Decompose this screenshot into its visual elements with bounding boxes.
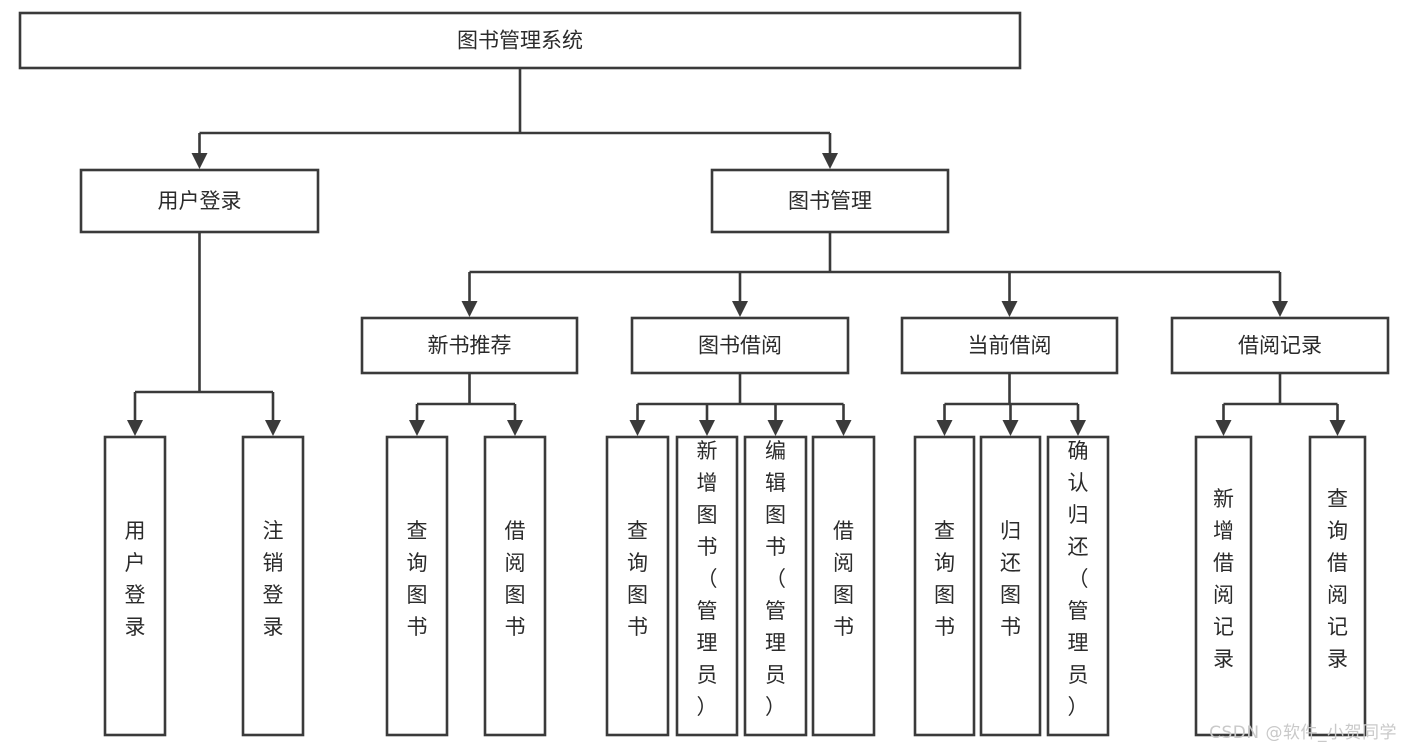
connector-conn-new-book-rec xyxy=(409,373,523,436)
node-box-root xyxy=(18,11,1022,70)
nodes-layer: 图书管理系统用户登录图书管理新书推荐图书借阅当前借阅借阅记录用户登录注销登录查询… xyxy=(18,11,1390,737)
node-label-user-login: 用户登录 xyxy=(158,189,242,213)
node-label-leaf-borrow-borrow-book: 借阅图书 xyxy=(833,519,854,639)
node-box-leaf-record-query xyxy=(1308,435,1367,737)
node-label-leaf-rec-borrow-book: 借阅图书 xyxy=(505,519,526,639)
node-label-leaf-borrow-edit-book: 编辑图书（管理员） xyxy=(765,439,786,719)
node-label-leaf-borrow-query-book: 查询图书 xyxy=(627,519,648,639)
node-label-leaf-rec-query-book: 查询图书 xyxy=(407,519,428,639)
node-box-leaf-current-query-book xyxy=(913,435,976,737)
node-root[interactable]: 图书管理系统 xyxy=(18,11,1022,70)
node-box-leaf-current-confirm-return xyxy=(1046,435,1110,737)
node-leaf-user-login[interactable]: 用户登录 xyxy=(103,435,167,737)
node-label-book-borrow: 图书借阅 xyxy=(698,334,782,358)
node-leaf-borrow-edit-book[interactable]: 编辑图书（管理员） xyxy=(743,435,808,737)
node-label-book-manage: 图书管理 xyxy=(788,189,872,213)
node-box-leaf-current-return-book xyxy=(979,435,1042,737)
node-box-leaf-borrow-edit-book xyxy=(743,435,808,737)
node-label-current-borrow: 当前借阅 xyxy=(968,334,1052,358)
node-leaf-record-query[interactable]: 查询借阅记录 xyxy=(1308,435,1367,737)
node-label-leaf-record-add: 新增借阅记录 xyxy=(1213,487,1234,671)
node-label-root: 图书管理系统 xyxy=(457,29,583,53)
node-box-book-manage xyxy=(710,168,950,234)
node-book-borrow[interactable]: 图书借阅 xyxy=(630,316,850,375)
node-leaf-logout-login[interactable]: 注销登录 xyxy=(241,435,305,737)
node-book-manage[interactable]: 图书管理 xyxy=(710,168,950,234)
node-leaf-record-add[interactable]: 新增借阅记录 xyxy=(1194,435,1253,737)
node-label-leaf-current-confirm-return: 确认归还（管理员） xyxy=(1068,439,1089,719)
node-user-login[interactable]: 用户登录 xyxy=(79,168,320,234)
node-label-leaf-current-return-book: 归还图书 xyxy=(1000,519,1021,639)
node-new-book-rec[interactable]: 新书推荐 xyxy=(360,316,579,375)
node-label-leaf-current-query-book: 查询图书 xyxy=(934,519,955,639)
node-box-leaf-rec-borrow-book xyxy=(483,435,547,737)
node-label-leaf-user-login: 用户登录 xyxy=(125,519,146,639)
connector-conn-borrow-record xyxy=(1215,373,1346,436)
node-box-leaf-borrow-query-book xyxy=(605,435,670,737)
node-box-leaf-rec-query-book xyxy=(385,435,449,737)
connector-conn-book-borrow xyxy=(629,373,852,436)
node-label-leaf-record-query: 查询借阅记录 xyxy=(1327,487,1348,671)
node-leaf-borrow-borrow-book[interactable]: 借阅图书 xyxy=(811,435,876,737)
node-borrow-record[interactable]: 借阅记录 xyxy=(1170,316,1390,375)
connectors-layer xyxy=(127,68,1346,436)
node-box-leaf-borrow-add-book xyxy=(675,435,739,737)
node-leaf-current-query-book[interactable]: 查询图书 xyxy=(913,435,976,737)
node-box-borrow-record xyxy=(1170,316,1390,375)
node-label-new-book-rec: 新书推荐 xyxy=(428,334,512,358)
node-leaf-current-return-book[interactable]: 归还图书 xyxy=(979,435,1042,737)
node-leaf-borrow-add-book[interactable]: 新增图书（管理员） xyxy=(675,435,739,737)
node-box-leaf-user-login xyxy=(103,435,167,737)
node-leaf-rec-query-book[interactable]: 查询图书 xyxy=(385,435,449,737)
node-label-leaf-logout-login: 注销登录 xyxy=(263,519,284,639)
node-box-new-book-rec xyxy=(360,316,579,375)
connector-conn-current-borrow xyxy=(936,373,1086,436)
node-box-leaf-record-add xyxy=(1194,435,1253,737)
connector-conn-user-login xyxy=(127,232,281,436)
node-leaf-rec-borrow-book[interactable]: 借阅图书 xyxy=(483,435,547,737)
node-box-leaf-borrow-borrow-book xyxy=(811,435,876,737)
connector-conn-book-manage xyxy=(461,232,1288,317)
node-box-book-borrow xyxy=(630,316,850,375)
node-leaf-borrow-query-book[interactable]: 查询图书 xyxy=(605,435,670,737)
node-box-leaf-logout-login xyxy=(241,435,305,737)
node-box-current-borrow xyxy=(900,316,1119,375)
node-label-leaf-borrow-add-book: 新增图书（管理员） xyxy=(697,439,718,719)
node-leaf-current-confirm-return[interactable]: 确认归还（管理员） xyxy=(1046,435,1110,737)
node-box-user-login xyxy=(79,168,320,234)
node-label-borrow-record: 借阅记录 xyxy=(1238,334,1322,358)
node-current-borrow[interactable]: 当前借阅 xyxy=(900,316,1119,375)
connector-conn-root xyxy=(191,68,838,169)
